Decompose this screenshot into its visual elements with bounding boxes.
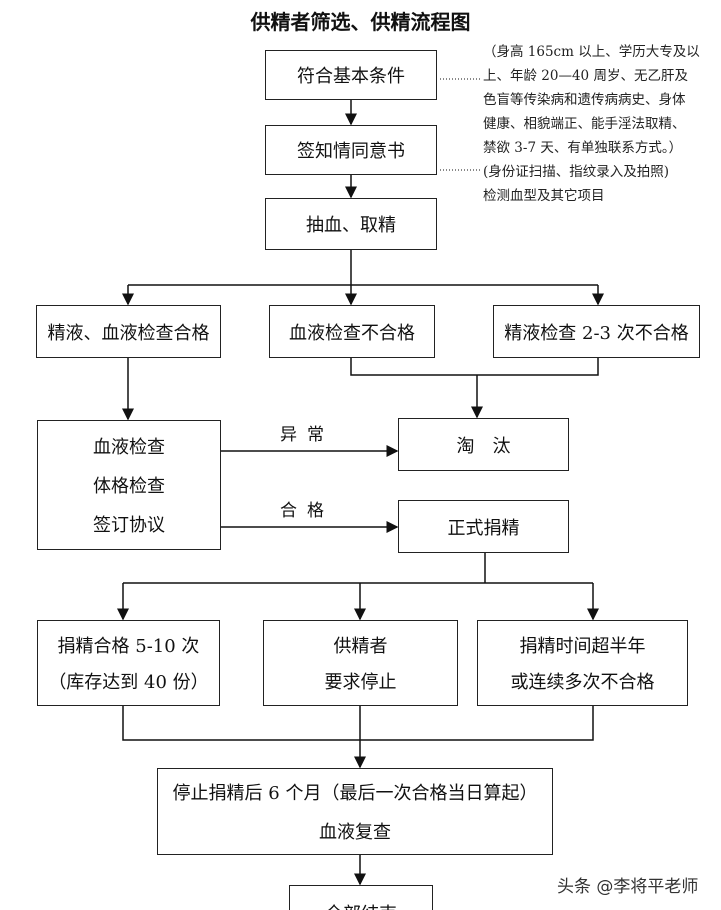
box-text: 捐精合格 5-10 次 <box>57 636 200 657</box>
box-text: 精液、血液检查合格 <box>47 322 210 344</box>
box-text: 或连续多次不合格 <box>510 672 655 693</box>
box-text: 正式捐精 <box>447 517 520 539</box>
label-abnormal: 异常 <box>280 425 334 445</box>
note-line: 检测血型及其它项目 <box>483 188 605 204</box>
box-text: 捐精时间超半年 <box>519 636 646 657</box>
box-text: 停止捐精后 6 个月（最后一次合格当日算起） <box>172 783 538 805</box>
box-qualified-times: 捐精合格 5-10 次 （库存达到 40 份） <box>37 620 220 706</box>
box-end: 全部结束 <box>289 885 433 910</box>
box-text: 体格检查 <box>93 475 165 497</box>
box-formal-donation: 正式捐精 <box>398 500 569 553</box>
box-text: 血液复查 <box>319 821 391 843</box>
box-eliminate: 淘 汰 <box>398 418 569 471</box>
box-text: 签订协议 <box>93 514 165 536</box>
box-text: 签知情同意书 <box>297 141 405 162</box>
note-line: 色盲等传染病和遗传病病史、身体 <box>483 92 686 108</box>
page-title: 供精者筛选、供精流程图 <box>250 10 471 34</box>
box-timeout-or-failures: 捐精时间超半年 或连续多次不合格 <box>477 620 688 706</box>
watermark: 头条 @李将平老师 <box>557 877 699 897</box>
box-blood-failed: 血液检查不合格 <box>269 305 435 358</box>
box-text: 要求停止 <box>324 672 397 693</box>
box-text: （库存达到 40 份） <box>48 672 209 693</box>
box-basic-conditions: 符合基本条件 <box>265 50 437 100</box>
box-informed-consent: 签知情同意书 <box>265 125 437 175</box>
box-text: 全部结束 <box>325 900 397 910</box>
box-text: 血液检查不合格 <box>289 322 415 344</box>
box-checks-agreement: 血液检查 体格检查 签订协议 <box>37 420 221 550</box>
box-text: 符合基本条件 <box>297 66 405 87</box>
note-line: （身高 165cm 以上、学历大专及以 <box>483 44 700 60</box>
box-blood-semen-draw: 抽血、取精 <box>265 198 437 250</box>
note-line: 上、年龄 20—40 周岁、无乙肝及 <box>483 68 688 84</box>
box-text: 淘 汰 <box>456 435 511 457</box>
box-text: 抽血、取精 <box>306 215 396 236</box>
note-basic-conditions: （身高 165cm 以上、学历大专及以 上、年龄 20—40 周岁、无乙肝及 色… <box>483 40 700 160</box>
box-text: 血液检查 <box>93 437 165 459</box>
note-consent: (身份证扫描、指纹录入及拍照) 检测血型及其它项目 <box>483 160 669 208</box>
box-text: 精液检查 2-3 次不合格 <box>504 322 689 344</box>
box-donor-request-stop: 供精者 要求停止 <box>263 620 458 706</box>
box-retest: 停止捐精后 6 个月（最后一次合格当日算起） 血液复查 <box>157 768 553 855</box>
label-qualified: 合格 <box>280 501 334 521</box>
box-semen-failed: 精液检查 2-3 次不合格 <box>493 305 700 358</box>
note-line: (身份证扫描、指纹录入及拍照) <box>483 164 670 180</box>
box-text: 供精者 <box>333 636 388 657</box>
note-line: 健康、相貌端正、能手淫法取精、 <box>483 116 686 132</box>
box-tests-passed: 精液、血液检查合格 <box>36 305 221 358</box>
note-line: 禁欲 3-7 天、有单独联系方式。） <box>483 140 683 156</box>
